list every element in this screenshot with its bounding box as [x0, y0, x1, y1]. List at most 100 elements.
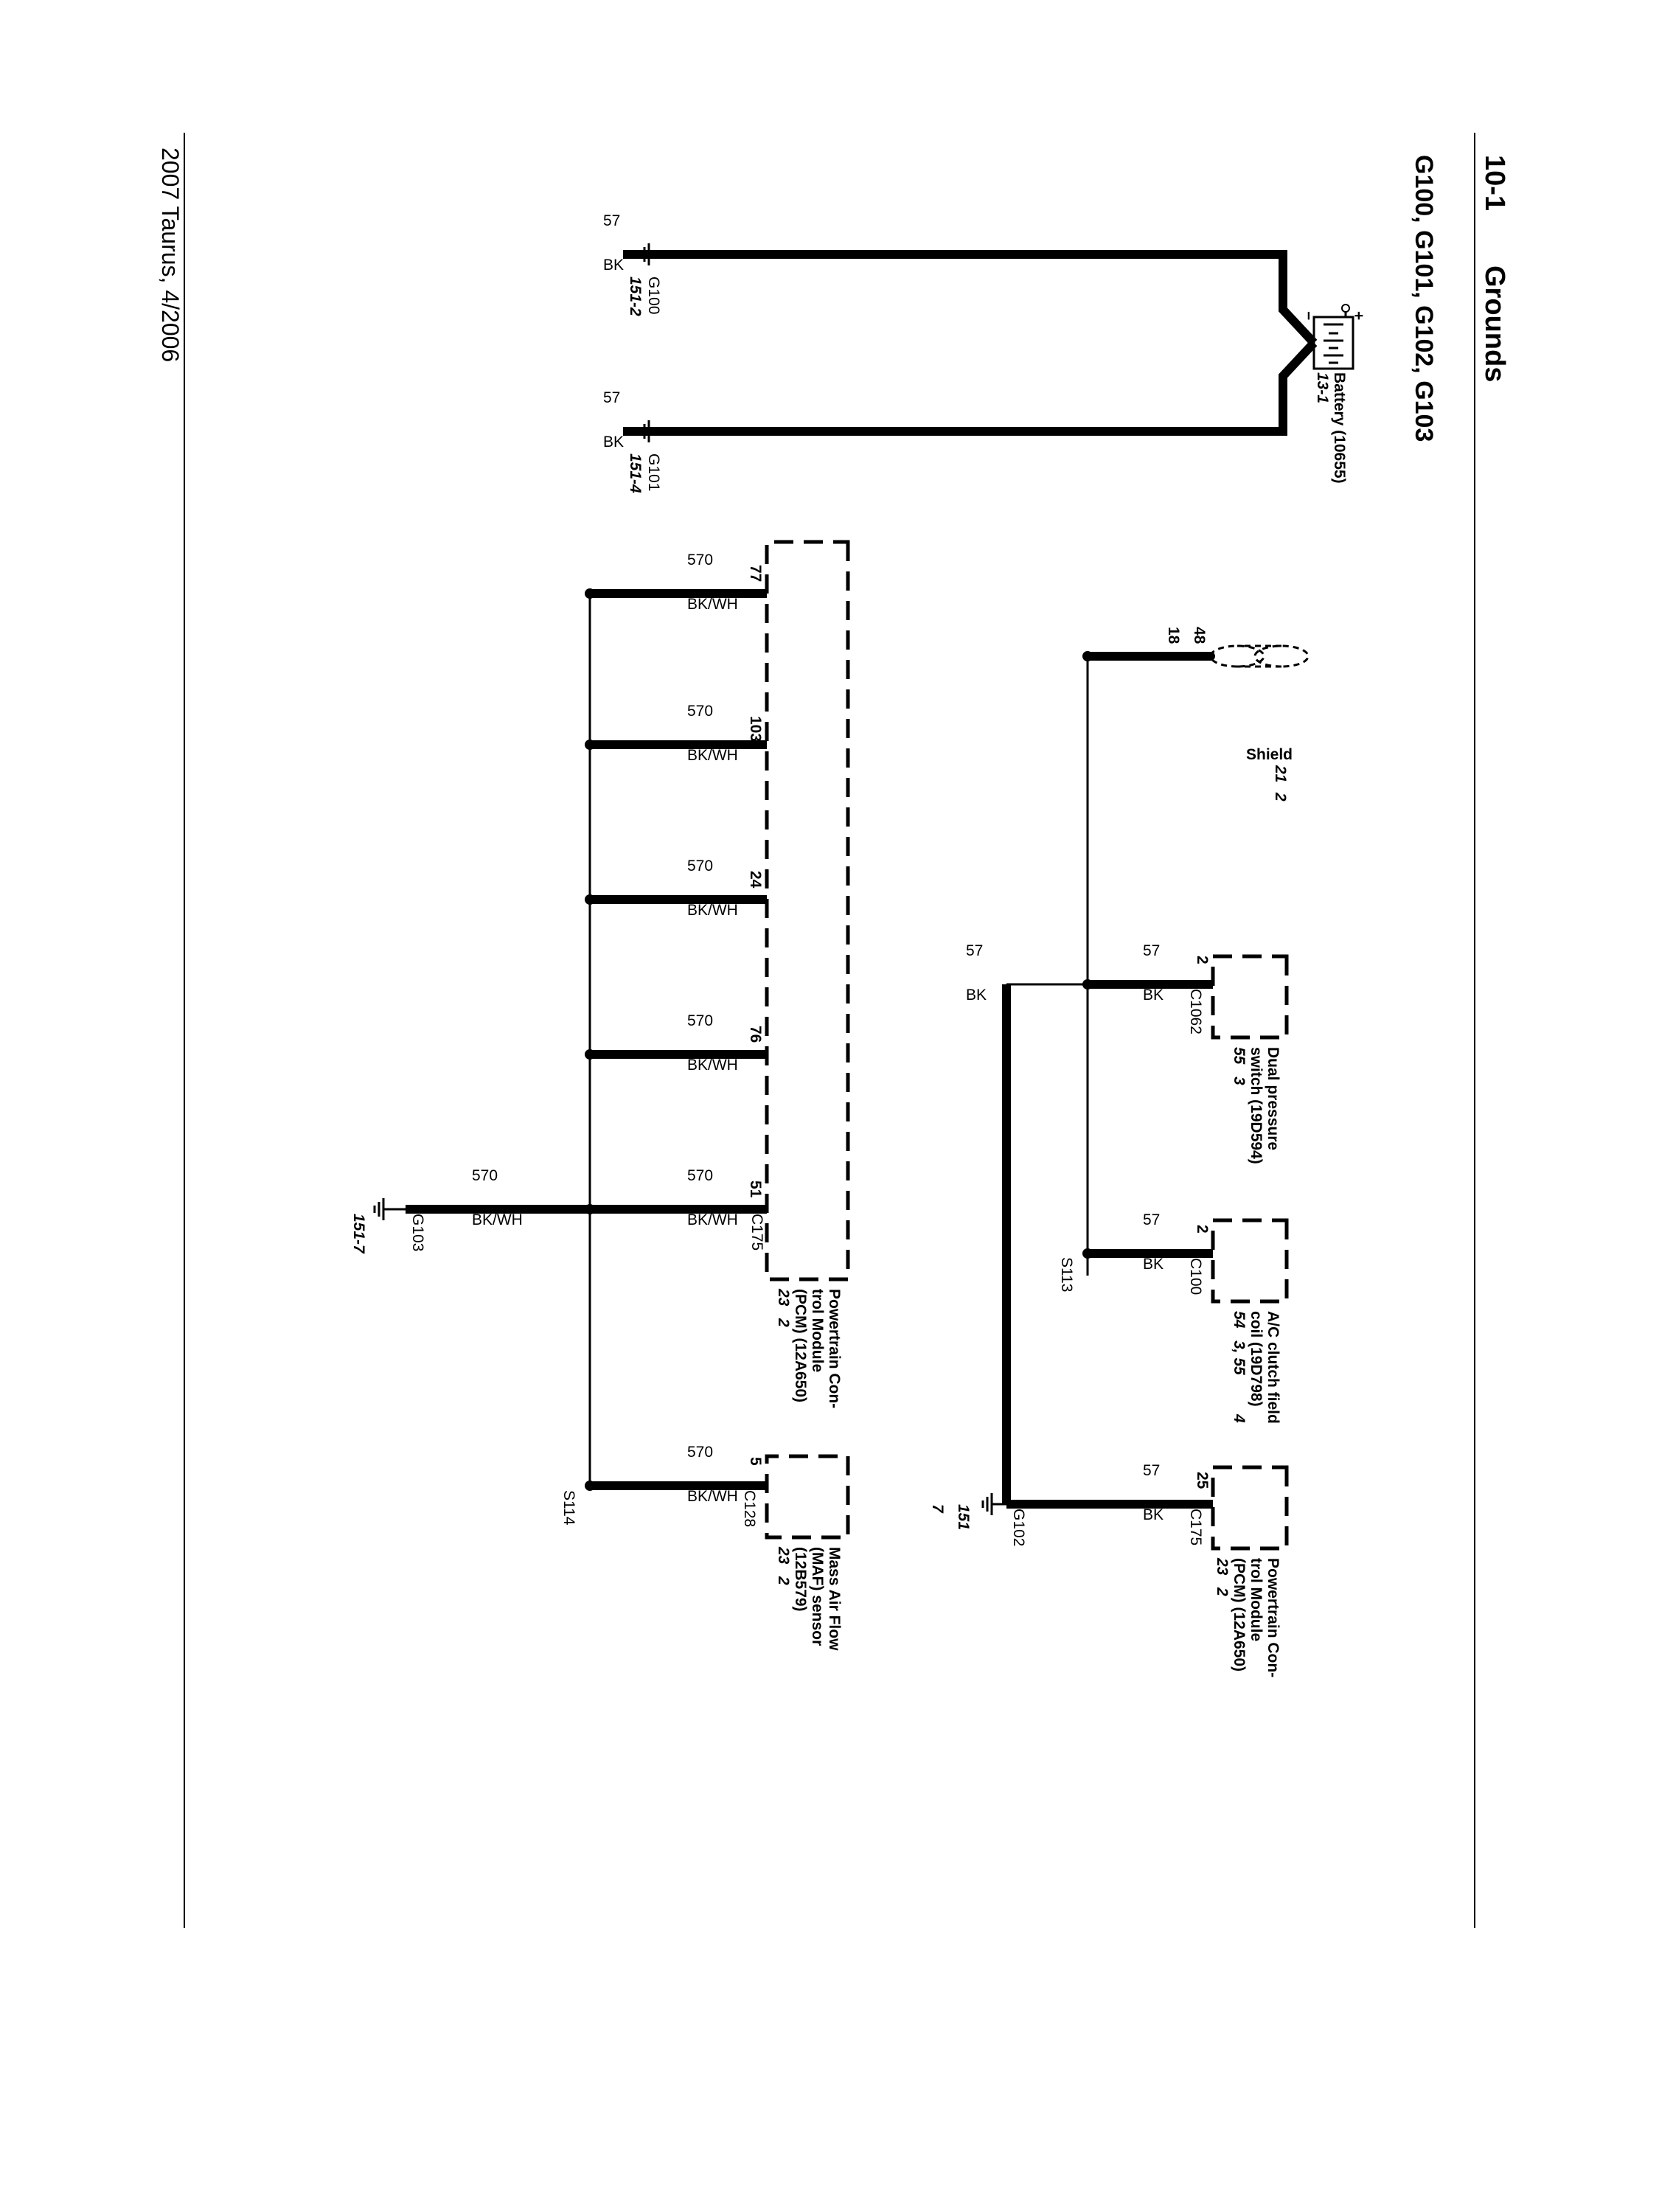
pcm-pin-24: 24 [747, 871, 764, 888]
pcm-pin-24-circuit: 570 [687, 858, 713, 874]
dps-ref-b: 3 [1231, 1077, 1248, 1085]
pcm-bottom-ref-b: 2 [775, 1318, 792, 1327]
pcm-bottom-ref-a: 23 [775, 1288, 792, 1307]
splice-wire-color: BK [966, 987, 987, 1004]
svg-text:−: − [1300, 311, 1317, 320]
ground-g101-ref: 151-4 [627, 453, 644, 493]
pcm-pin-77-circuit: 570 [687, 552, 713, 568]
maf-name-2: (MAF) sensor [809, 1547, 826, 1646]
ground-icon [623, 420, 650, 442]
splice-s113-label: S113 [1058, 1257, 1075, 1293]
pcm-bottom-name-1: Powertrain Con- [826, 1289, 843, 1408]
shield-label: Shield [1246, 746, 1293, 763]
wire-g101-circuit: 57 [603, 389, 620, 406]
ac-name-2: coil (19D798) [1248, 1311, 1265, 1407]
pcm-pin-76-color: BK/WH [687, 1057, 738, 1074]
shield-pin-right: 18 [1165, 627, 1182, 644]
pcm-top-box [1211, 1465, 1289, 1551]
shield-icon [1206, 644, 1310, 668]
dps-ref-a: 55 [1231, 1047, 1248, 1065]
splice-dot [585, 740, 595, 750]
pcm-pin-76: 76 [747, 1026, 764, 1043]
pcm-bottom-connector: C175 [748, 1214, 765, 1251]
ac-pin: 2 [1194, 1225, 1211, 1234]
section-number: 10-1 [1479, 155, 1510, 211]
pcm-pin-103: 103 [747, 716, 764, 742]
splice-dot [1082, 651, 1093, 661]
dual-pressure-switch-box [1211, 954, 1289, 1040]
pcm-pin-51: 51 [747, 1180, 764, 1198]
pcm-pin-103-color: BK/WH [687, 747, 738, 764]
wire-g100-circuit: 57 [603, 212, 620, 229]
g103-circuit: 570 [472, 1167, 498, 1184]
pcm-pin-77: 77 [747, 565, 764, 582]
dps-circuit: 57 [1143, 942, 1160, 959]
pcm-top-name-2: trol Module [1248, 1558, 1265, 1641]
dps-color: BK [1143, 987, 1164, 1004]
ground-g100-label: G100 [645, 276, 662, 314]
maf-connector: C128 [741, 1490, 758, 1527]
pcm-bottom-box [765, 540, 850, 1281]
pcm-pin-24-color: BK/WH [687, 902, 738, 919]
pcm-pin-51-color: BK/WH [687, 1211, 738, 1228]
pcm-top-connector: C175 [1187, 1509, 1204, 1545]
g103-color: BK/WH [472, 1211, 523, 1228]
ground-g103-label: G103 [409, 1214, 426, 1251]
battery-wire-g100 [623, 250, 1318, 347]
battery: + − [1300, 304, 1367, 370]
battery-wire-g101 [623, 339, 1318, 436]
maf-sensor-box [765, 1454, 850, 1540]
splice-dot [585, 588, 595, 599]
pcm-pin-51-circuit: 570 [687, 1167, 713, 1184]
page-footer: 2007 Taurus, 4/2006 [157, 147, 184, 362]
pcm-pin-77-color: BK/WH [687, 596, 738, 613]
pcm-top-ref-b: 2 [1214, 1587, 1231, 1596]
pcm-bottom-name-3: (PCM) (12A650) [792, 1289, 809, 1402]
dps-pin: 2 [1194, 956, 1211, 964]
ac-ref-c: 4 [1231, 1413, 1248, 1423]
ac-name-1: A/C clutch field [1265, 1311, 1281, 1424]
maf-color: BK/WH [687, 1488, 738, 1505]
ground-g102-ref-a: 151 [955, 1504, 972, 1530]
shield-ref-a: 21 [1272, 765, 1289, 782]
ground-g101-label: G101 [645, 453, 662, 491]
wire-g101-color: BK [603, 434, 624, 451]
ac-connector: C100 [1187, 1258, 1204, 1295]
maf-pin: 5 [747, 1457, 764, 1466]
pcm-top-ref-a: 23 [1214, 1557, 1231, 1576]
ac-color: BK [1143, 1256, 1164, 1273]
pcm-pin-103-circuit: 570 [687, 703, 713, 720]
pcm-pin-76-circuit: 570 [687, 1012, 713, 1029]
dps-name-2: switch (19D594) [1248, 1047, 1265, 1164]
ground-icon [981, 1493, 1006, 1515]
maf-name-1: Mass Air Flow [826, 1547, 843, 1651]
pcm-bottom-name-2: trol Module [809, 1289, 826, 1372]
ground-icon [623, 243, 650, 265]
ac-circuit: 57 [1143, 1211, 1160, 1228]
battery-ref: 13-1 [1314, 372, 1331, 403]
ground-g103-ref: 151-7 [350, 1214, 367, 1254]
maf-ref-b: 2 [775, 1576, 792, 1585]
ground-g100-ref: 151-2 [627, 276, 644, 316]
splice-s114-dot [585, 1481, 595, 1491]
maf-name-3: (12B579) [792, 1547, 809, 1612]
pcm-top-circuit: 57 [1143, 1462, 1160, 1479]
pcm-top-color: BK [1143, 1506, 1164, 1523]
svg-text:+: + [1350, 311, 1367, 320]
ac-clutch-box [1211, 1218, 1289, 1304]
ground-icon [373, 1198, 406, 1220]
pcm-top-name-1: Powertrain Con- [1265, 1558, 1281, 1677]
splice-dot [585, 894, 595, 905]
pcm-top-pin: 25 [1194, 1472, 1211, 1489]
ground-g102-ref-b: 7 [929, 1504, 946, 1514]
page-subtitle: G100, G101, G102, G103 [1410, 155, 1438, 442]
splice-s113-dot [1082, 1248, 1093, 1259]
ac-ref-b: 3, 55 [1231, 1340, 1248, 1375]
splice-dot [585, 1049, 595, 1060]
maf-ref-a: 23 [775, 1546, 792, 1565]
battery-label: Battery (10655) [1331, 372, 1348, 484]
shield-ref-b: 2 [1272, 792, 1289, 801]
splice-s114-label: S114 [560, 1490, 577, 1526]
